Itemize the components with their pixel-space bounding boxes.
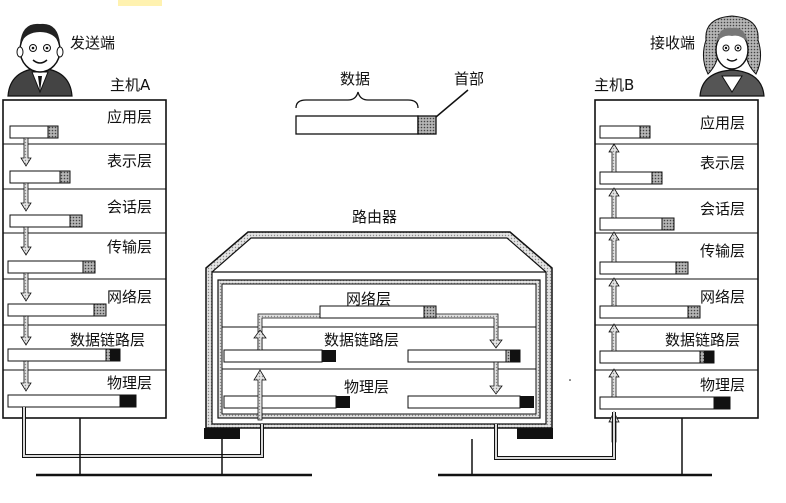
host-a-frame <box>2 99 167 419</box>
legend-header-label: 首部 <box>454 70 484 88</box>
host-b-layer-network: 网络层 <box>700 288 745 306</box>
host-a-layer-datalink: 数据链路层 <box>70 331 145 349</box>
router-title: 路由器 <box>352 208 397 226</box>
corner-highlight <box>118 0 162 6</box>
host-b: 应用层 表示层 会话层 传输层 网络层 数据链路层 物理层 <box>594 99 759 443</box>
receiver-role-label: 接收端 <box>650 34 695 52</box>
sender-host-label: 主机A <box>110 76 151 94</box>
host-a: 应用层 表示层 会话层 传输层 网络层 数据链路层 物理层 <box>2 99 167 419</box>
router-layer-network: 网络层 <box>346 290 391 308</box>
receiver-host-label: 主机B <box>594 76 634 94</box>
host-b-up-arrows <box>608 143 620 443</box>
legend-data-brace <box>295 91 419 109</box>
host-b-layer-session: 会话层 <box>700 200 745 218</box>
host-a-layer-session: 会话层 <box>107 198 152 216</box>
sender-role-label: 发送端 <box>70 34 115 52</box>
router-layer-physical: 物理层 <box>344 378 389 396</box>
host-b-layer-application: 应用层 <box>700 114 745 132</box>
host-a-layer-application: 应用层 <box>107 108 152 126</box>
router-layer-datalink: 数据链路层 <box>324 331 399 349</box>
host-a-layer-network: 网络层 <box>107 288 152 306</box>
host-b-packets <box>599 125 731 410</box>
host-b-layer-presentation: 表示层 <box>700 154 745 172</box>
legend-packet-header <box>417 115 437 135</box>
host-b-layer-transport: 传输层 <box>700 242 745 260</box>
host-a-layer-physical: 物理层 <box>107 374 152 392</box>
host-b-layer-datalink: 数据链路层 <box>665 331 740 349</box>
host-b-frame <box>594 99 759 419</box>
router-port-right <box>517 428 553 439</box>
host-a-layer-transport: 传输层 <box>107 238 152 256</box>
router: 路由器 网络层 数据链路层 物理层 <box>204 208 553 439</box>
router-port-left <box>204 428 240 439</box>
packet-legend: 数据 首部 <box>295 70 484 135</box>
router-internal-path <box>253 313 503 421</box>
host-a-packets <box>7 125 137 408</box>
network-cabling <box>22 407 712 477</box>
host-b-layer-physical: 物理层 <box>700 376 745 394</box>
legend-packet-data <box>295 115 419 135</box>
host-a-down-arrows <box>20 137 32 392</box>
host-a-layer-presentation: 表示层 <box>107 152 152 170</box>
sender-person-icon <box>7 23 73 97</box>
legend-data-label: 数据 <box>340 70 370 88</box>
receiver-person-icon <box>699 15 765 97</box>
